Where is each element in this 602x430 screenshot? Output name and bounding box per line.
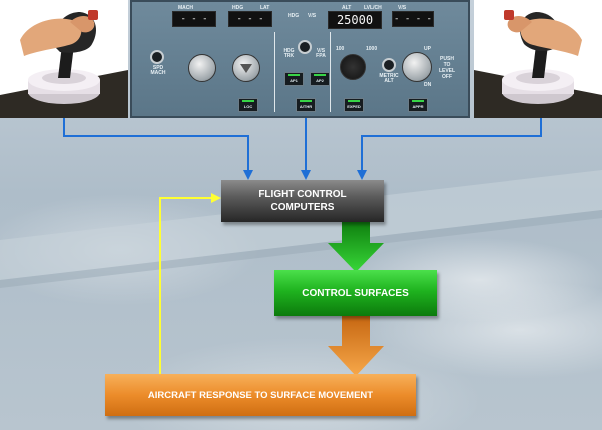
- range-100-label: 100: [336, 46, 345, 52]
- flow-arrow-orange: [328, 316, 384, 376]
- vs2-label: V/S: [398, 5, 407, 11]
- lvl-ch-label: LVL/CH: [364, 5, 382, 11]
- wing-background: [0, 170, 602, 288]
- feedback-arrowhead: [211, 193, 221, 203]
- vertical-speed-display: - - - -: [392, 11, 434, 27]
- heading-knob[interactable]: [232, 54, 260, 82]
- control-surfaces-label: CONTROL SURFACES: [302, 287, 409, 299]
- aircraft-response-box: AIRCRAFT RESPONSE TO SURFACE MOVEMENT: [105, 374, 416, 416]
- flow-arrow-green: [328, 222, 384, 272]
- control-surfaces-box: CONTROL SURFACES: [274, 270, 437, 316]
- vs-label: V/S: [308, 13, 317, 19]
- mach-label: MACH: [178, 5, 193, 11]
- autopilot-panel: MACH HDG LAT HDG V/S ALT LVL/CH V/S - - …: [130, 0, 470, 118]
- loc-button[interactable]: LOC: [238, 98, 258, 112]
- input-line-left-stick: [63, 118, 249, 176]
- spd-mach-label: SPD MACH: [150, 65, 166, 76]
- up-label: UP: [424, 46, 431, 52]
- input-arrowhead-panel: [301, 170, 311, 180]
- vs-fpa-label: V/S FPA: [316, 48, 326, 59]
- hdg-vs-label: HDG: [288, 13, 300, 19]
- alt-label: ALT: [342, 5, 352, 11]
- metric-alt-label: METRIC ALT: [379, 73, 399, 84]
- feedback-line: [159, 197, 213, 374]
- range-1000-label: 1000: [366, 46, 378, 52]
- vertical-speed-knob[interactable]: [402, 52, 432, 82]
- panel-divider: [274, 32, 275, 112]
- dn-label: DN: [424, 82, 432, 88]
- exped-button[interactable]: EXPED: [344, 98, 364, 112]
- appr-button[interactable]: APPR: [408, 98, 428, 112]
- flight-control-computers-box: FLIGHT CONTROL COMPUTERS: [221, 180, 384, 222]
- lat-label: LAT: [260, 5, 270, 11]
- ap2-button[interactable]: AP2: [310, 72, 330, 86]
- hdg-trk-label: HDG TRK: [283, 48, 295, 59]
- heading-display: - - -: [228, 11, 272, 27]
- sidestick-icon: [474, 0, 602, 118]
- speed-display: - - -: [172, 11, 216, 27]
- input-arrowhead-left: [243, 170, 253, 180]
- right-sidestick: [474, 0, 602, 118]
- input-line-right-stick: [361, 118, 542, 176]
- spd-mach-button[interactable]: [150, 50, 164, 64]
- sidestick-icon: [0, 0, 128, 118]
- athr-button[interactable]: A/THR: [296, 98, 316, 112]
- speed-knob[interactable]: [188, 54, 216, 82]
- input-arrowhead-right: [357, 170, 367, 180]
- altitude-increment-knob[interactable]: [340, 54, 366, 80]
- left-sidestick: [0, 0, 128, 118]
- aircraft-response-label: AIRCRAFT RESPONSE TO SURFACE MOVEMENT: [147, 389, 374, 401]
- push-level-off-label: PUSH TO LEVEL OFF: [438, 56, 456, 80]
- metric-alt-button[interactable]: [382, 58, 396, 72]
- flight-control-computers-label: FLIGHT CONTROL COMPUTERS: [258, 189, 347, 213]
- triangle-icon: [240, 64, 252, 73]
- panel-divider: [330, 32, 331, 112]
- altitude-display: 25000: [328, 11, 382, 29]
- hdg-vs-trk-fpa-button[interactable]: [298, 40, 312, 54]
- hdg-label: HDG: [232, 5, 244, 11]
- ap1-button[interactable]: AP1: [284, 72, 304, 86]
